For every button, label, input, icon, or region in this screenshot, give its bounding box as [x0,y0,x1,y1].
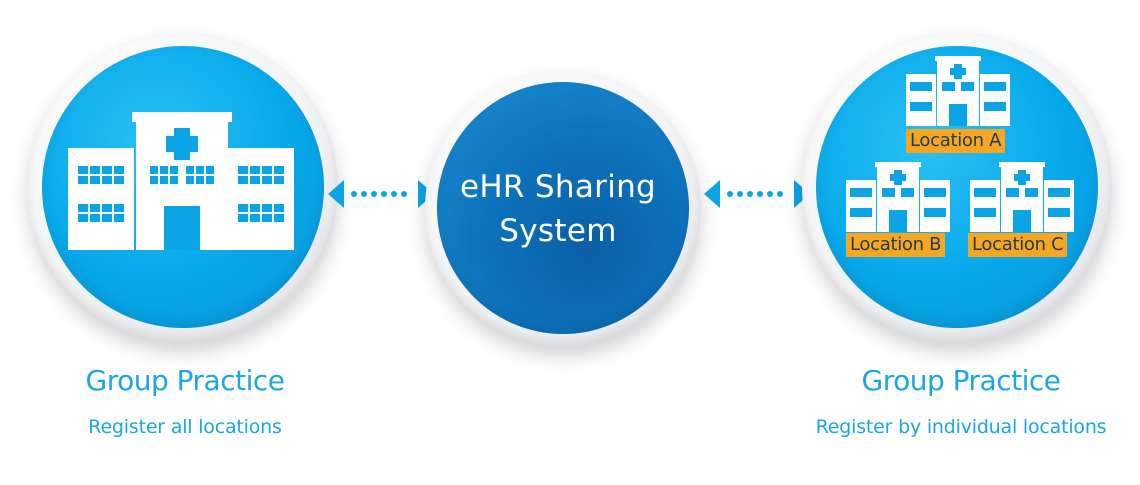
hospital-icon [970,162,1074,232]
hospital-icon [906,56,1010,126]
center-circle [437,82,689,334]
center-label: eHR Sharing System [448,165,668,253]
right-caption-subtitle: Register by individual locations [815,416,1107,438]
location-b-label: Location B [846,233,946,257]
hospital-icon [68,112,294,250]
center-label-line2: System [499,213,617,249]
double-arrow-icon [328,180,434,208]
hospital-icon [846,162,950,232]
double-arrow-icon [704,180,810,208]
left-caption-subtitle: Register all locations [88,416,282,438]
location-c-label: Location C [968,233,1068,257]
location-a-label: Location A [906,129,1006,153]
right-caption-title: Group Practice [861,364,1061,397]
center-label-line1: eHR Sharing [459,169,657,205]
left-caption-title: Group Practice [85,364,285,397]
